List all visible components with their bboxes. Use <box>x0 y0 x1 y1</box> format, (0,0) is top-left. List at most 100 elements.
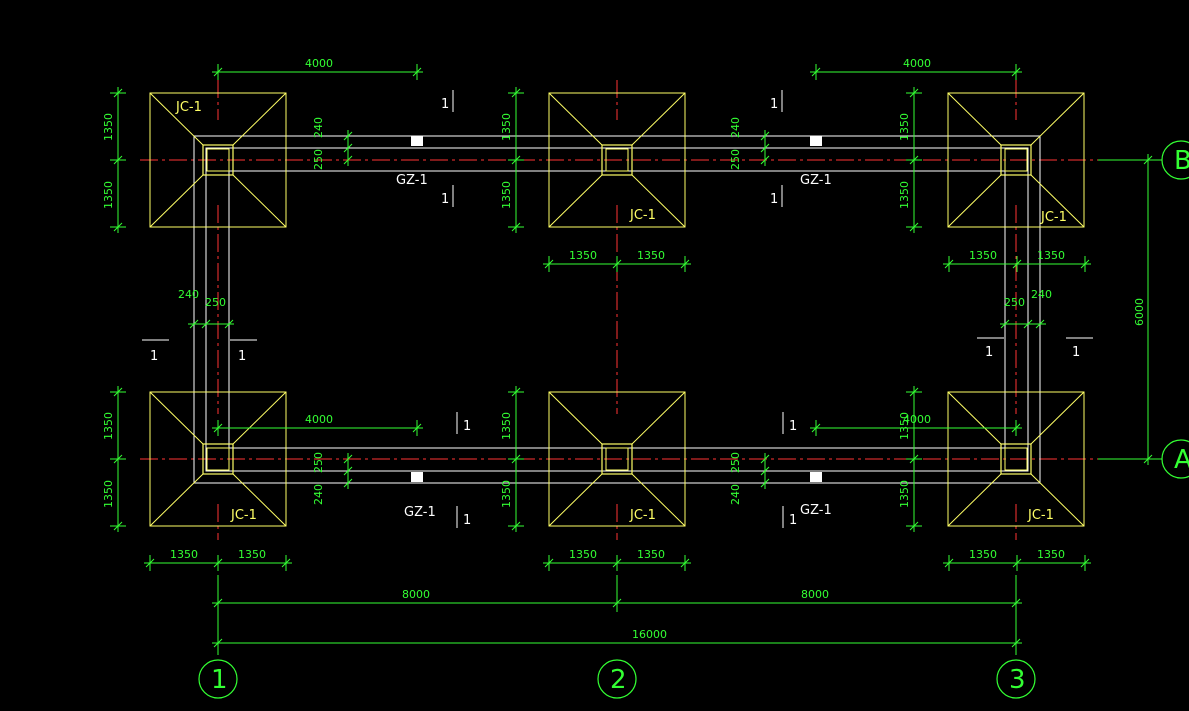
dimension-tick <box>343 466 353 476</box>
footings <box>149 92 1085 527</box>
section-mark-number: 1 <box>770 97 778 112</box>
grid-axis-bubble <box>198 659 238 699</box>
dimension-text: 1350 <box>898 480 911 508</box>
section-mark-number: 1 <box>789 419 797 434</box>
column-outline <box>202 443 234 475</box>
footing-jc1 <box>947 92 1085 228</box>
dimension-text: 4000 <box>903 413 931 426</box>
dimension-text: 1350 <box>500 480 513 508</box>
grid-axis-2: 2 <box>597 659 637 699</box>
column-outline <box>601 144 633 176</box>
dimension-text: 1350 <box>500 113 513 141</box>
dimension-tick <box>189 319 199 329</box>
footing-slope-line <box>1030 391 1085 445</box>
beam-column-mark <box>411 472 423 482</box>
column-inner <box>206 447 230 471</box>
dimension-tick <box>760 466 770 476</box>
dimension-text: 1350 <box>569 548 597 561</box>
dimension-text: 240 <box>1031 288 1052 301</box>
footing-label: JC-1 <box>230 508 257 523</box>
footing-slope-line <box>631 92 686 146</box>
beam-label: GZ-1 <box>404 505 436 520</box>
dimension-tick <box>760 454 770 464</box>
dimension-text: 1350 <box>569 249 597 262</box>
dimension-tick <box>343 454 353 464</box>
dimension-text: 1350 <box>637 548 665 561</box>
dimension-text: 250 <box>312 452 325 473</box>
column-inner <box>1004 148 1028 172</box>
dimension-tick <box>343 478 353 488</box>
footing-slope-line <box>232 92 287 146</box>
dimension-text: 16000 <box>632 628 667 641</box>
grid-axis-bubble <box>996 659 1036 699</box>
dimension-text: 8000 <box>402 588 430 601</box>
section-mark-number: 1 <box>150 349 158 364</box>
dimension-text: 1350 <box>102 480 115 508</box>
dimension-text: 1350 <box>637 249 665 262</box>
footing-slope-line <box>1030 473 1085 527</box>
dimension-tick <box>1035 319 1045 329</box>
grid-axis-label: 3 <box>1009 665 1026 695</box>
footing-outline <box>548 391 686 527</box>
footing-slope-line <box>947 174 1002 228</box>
dimension-text: 1350 <box>500 181 513 209</box>
section-mark-number: 1 <box>789 513 797 528</box>
footing-jc1 <box>149 92 287 228</box>
dimension-text: 250 <box>1004 296 1025 309</box>
dimension-text: 1350 <box>102 113 115 141</box>
footing-label: JC-1 <box>1027 508 1054 523</box>
footing-slope-line <box>548 92 603 146</box>
beam-outer-edge <box>193 135 1041 484</box>
section-mark-number: 1 <box>1072 345 1080 360</box>
footing-slope-line <box>232 473 287 527</box>
dimension-text: 4000 <box>903 57 931 70</box>
dimension-text: 240 <box>729 117 742 138</box>
section-mark-number: 1 <box>441 192 449 207</box>
dimension-tick <box>224 319 234 329</box>
column-outline <box>1000 443 1032 475</box>
centerlines <box>140 80 1125 540</box>
dimension-text: 1350 <box>500 412 513 440</box>
footing-slope-line <box>149 473 204 527</box>
grid-axis-label: 2 <box>610 665 627 695</box>
section-mark-number: 1 <box>441 97 449 112</box>
dimension-text: 250 <box>312 149 325 170</box>
footing-outline <box>548 92 686 228</box>
grid-axis-label: B <box>1174 146 1189 176</box>
footing-slope-line <box>1030 92 1085 146</box>
dimension-text: 6000 <box>1133 298 1146 326</box>
dimension-tick <box>343 143 353 153</box>
footing-slope-line <box>548 473 603 527</box>
dimension-text: 1350 <box>898 113 911 141</box>
dimension-tick <box>1023 319 1033 329</box>
column-outline <box>202 144 234 176</box>
dimension-tick <box>760 143 770 153</box>
footing-slope-line <box>149 174 204 228</box>
beam-inner-edge-1 <box>205 147 1029 472</box>
beam-column-mark <box>810 136 822 146</box>
dimension-text: 1350 <box>238 548 266 561</box>
column-inner <box>605 148 629 172</box>
beam-column-mark <box>810 472 822 482</box>
dimension-text: 1350 <box>102 412 115 440</box>
dimension-tick <box>343 131 353 141</box>
grid-axis-B: B <box>1161 140 1189 180</box>
footing-slope-line <box>149 391 204 445</box>
dimension-text: 240 <box>312 117 325 138</box>
footing-label: JC-1 <box>1040 210 1067 225</box>
beam-label: GZ-1 <box>396 173 428 188</box>
footing-slope-line <box>1030 174 1085 228</box>
dimension-tick <box>1000 319 1010 329</box>
dimension-tick <box>760 155 770 165</box>
grid-axis-1: 1 <box>198 659 238 699</box>
dimension-text: 1350 <box>969 249 997 262</box>
dimension-text: 1350 <box>969 548 997 561</box>
footing-jc1 <box>947 391 1085 527</box>
section-mark-number: 1 <box>463 513 471 528</box>
dimension-text: 240 <box>729 484 742 505</box>
dimension-text: 240 <box>312 484 325 505</box>
footing-slope-line <box>232 174 287 228</box>
